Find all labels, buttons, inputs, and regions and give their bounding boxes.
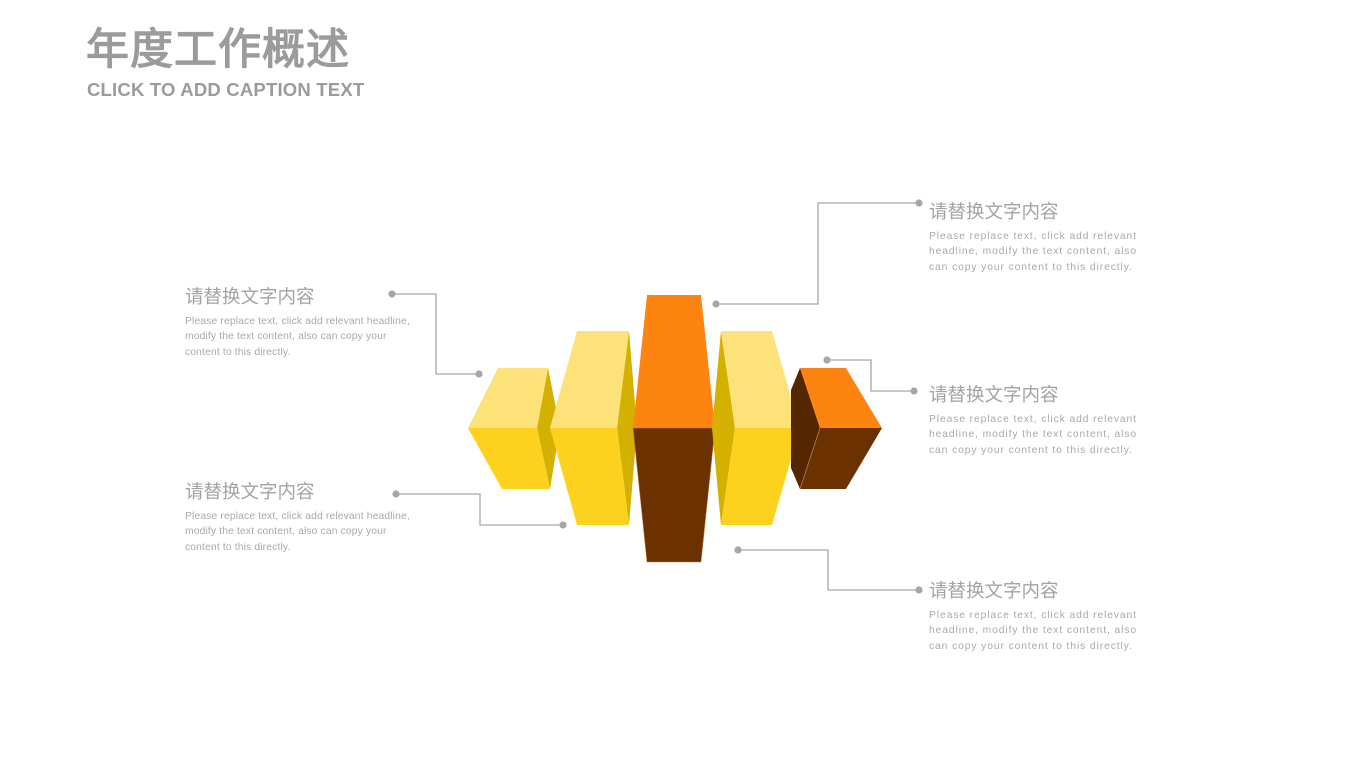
block-body: Please replace text, click add relevant …: [929, 231, 1137, 273]
text-block-right-top[interactable]: 请替换文字内容 Please replace text, click add r…: [929, 201, 1159, 275]
connector-lines: [392, 202, 919, 591]
text-block-left-bottom[interactable]: 请替换文字内容 Please replace text, click add r…: [185, 481, 415, 555]
text-block-right-bottom[interactable]: 请替换文字内容 Please replace text, click add r…: [929, 580, 1159, 654]
connector-left-bottom: [396, 493, 563, 526]
prism-segment-3: [632, 295, 716, 563]
block-heading: 请替换文字内容: [929, 581, 1059, 602]
block-body: Please replace text, click add relevant …: [929, 414, 1137, 456]
connector-left-top: [392, 293, 479, 375]
prism-segment-4: [712, 331, 800, 525]
page-subtitle: CLICK TO ADD CAPTION TEXT: [87, 79, 365, 100]
block-body: Please replace text, click add relevant …: [185, 316, 410, 358]
block-heading: 请替换文字内容: [929, 385, 1059, 406]
connector-dots: [388, 199, 923, 594]
connector-right-bottom: [738, 549, 919, 591]
page-title: 年度工作概述: [86, 25, 350, 75]
prism-segment-5: [791, 368, 882, 490]
text-block-right-middle[interactable]: 请替换文字内容 Please replace text, click add r…: [929, 384, 1159, 458]
text-block-left-top[interactable]: 请替换文字内容 Please replace text, click add r…: [185, 286, 415, 360]
block-heading: 请替换文字内容: [929, 202, 1059, 223]
prism-segment-2: [550, 331, 637, 525]
block-heading: 请替换文字内容: [185, 287, 315, 308]
connector-right-top: [716, 202, 919, 305]
block-heading: 请替换文字内容: [185, 482, 315, 503]
prism-segment-1: [468, 368, 560, 489]
block-body: Please replace text, click add relevant …: [929, 610, 1137, 652]
block-body: Please replace text, click add relevant …: [185, 511, 410, 553]
connector-right-middle: [827, 359, 914, 392]
